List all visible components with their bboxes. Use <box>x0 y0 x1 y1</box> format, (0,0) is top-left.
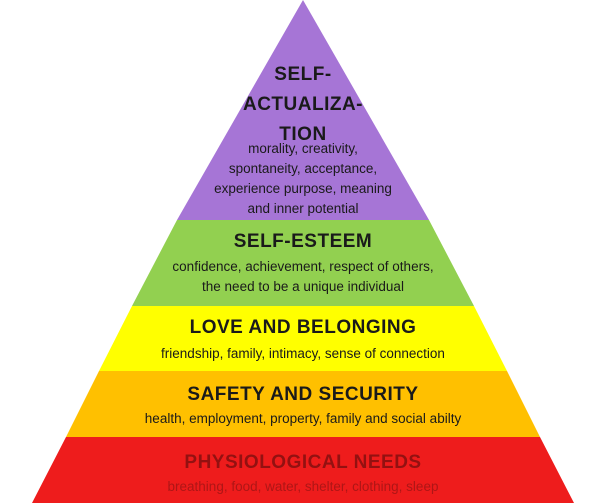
description-line: spontaneity, acceptance, <box>228 161 378 176</box>
description-line: the need to be a unique individual <box>202 279 404 294</box>
level-self-actualization-description: morality, creativity, spontaneity, accep… <box>153 139 453 219</box>
level-physiological-description: breathing, food, water, shelter, clothin… <box>167 479 439 494</box>
title-line: SELF- <box>274 64 332 85</box>
level-self-esteem-title: SELF-ESTEEM <box>233 231 373 252</box>
level-safety-security-title: SAFETY AND SECURITY <box>187 384 419 405</box>
level-physiological-band <box>32 437 574 503</box>
level-love-belonging-band <box>99 306 507 371</box>
level-self-actualization-title: SELF- ACTUALIZA- TION <box>0 60 606 150</box>
description-line: experience purpose, meaning <box>214 181 392 196</box>
level-safety-security-description: health, employment, property, family and… <box>144 411 462 426</box>
description-line: and inner potential <box>247 201 359 216</box>
level-physiological-title: PHYSIOLOGICAL NEEDS <box>184 452 422 473</box>
description-line: morality, creativity, <box>248 141 358 156</box>
description-line: confidence, achievement, respect of othe… <box>172 259 434 274</box>
level-self-actualization-band <box>177 0 429 220</box>
title-line: ACTUALIZA- <box>242 94 364 115</box>
level-love-belonging-title: LOVE AND BELONGING <box>189 317 417 338</box>
level-safety-security-band <box>66 371 540 437</box>
level-self-esteem-band <box>132 220 474 306</box>
level-self-esteem-description: confidence, achievement, respect of othe… <box>0 257 606 297</box>
title-line: TION <box>279 124 327 145</box>
level-love-belonging-description: friendship, family, intimacy, sense of c… <box>161 346 445 361</box>
